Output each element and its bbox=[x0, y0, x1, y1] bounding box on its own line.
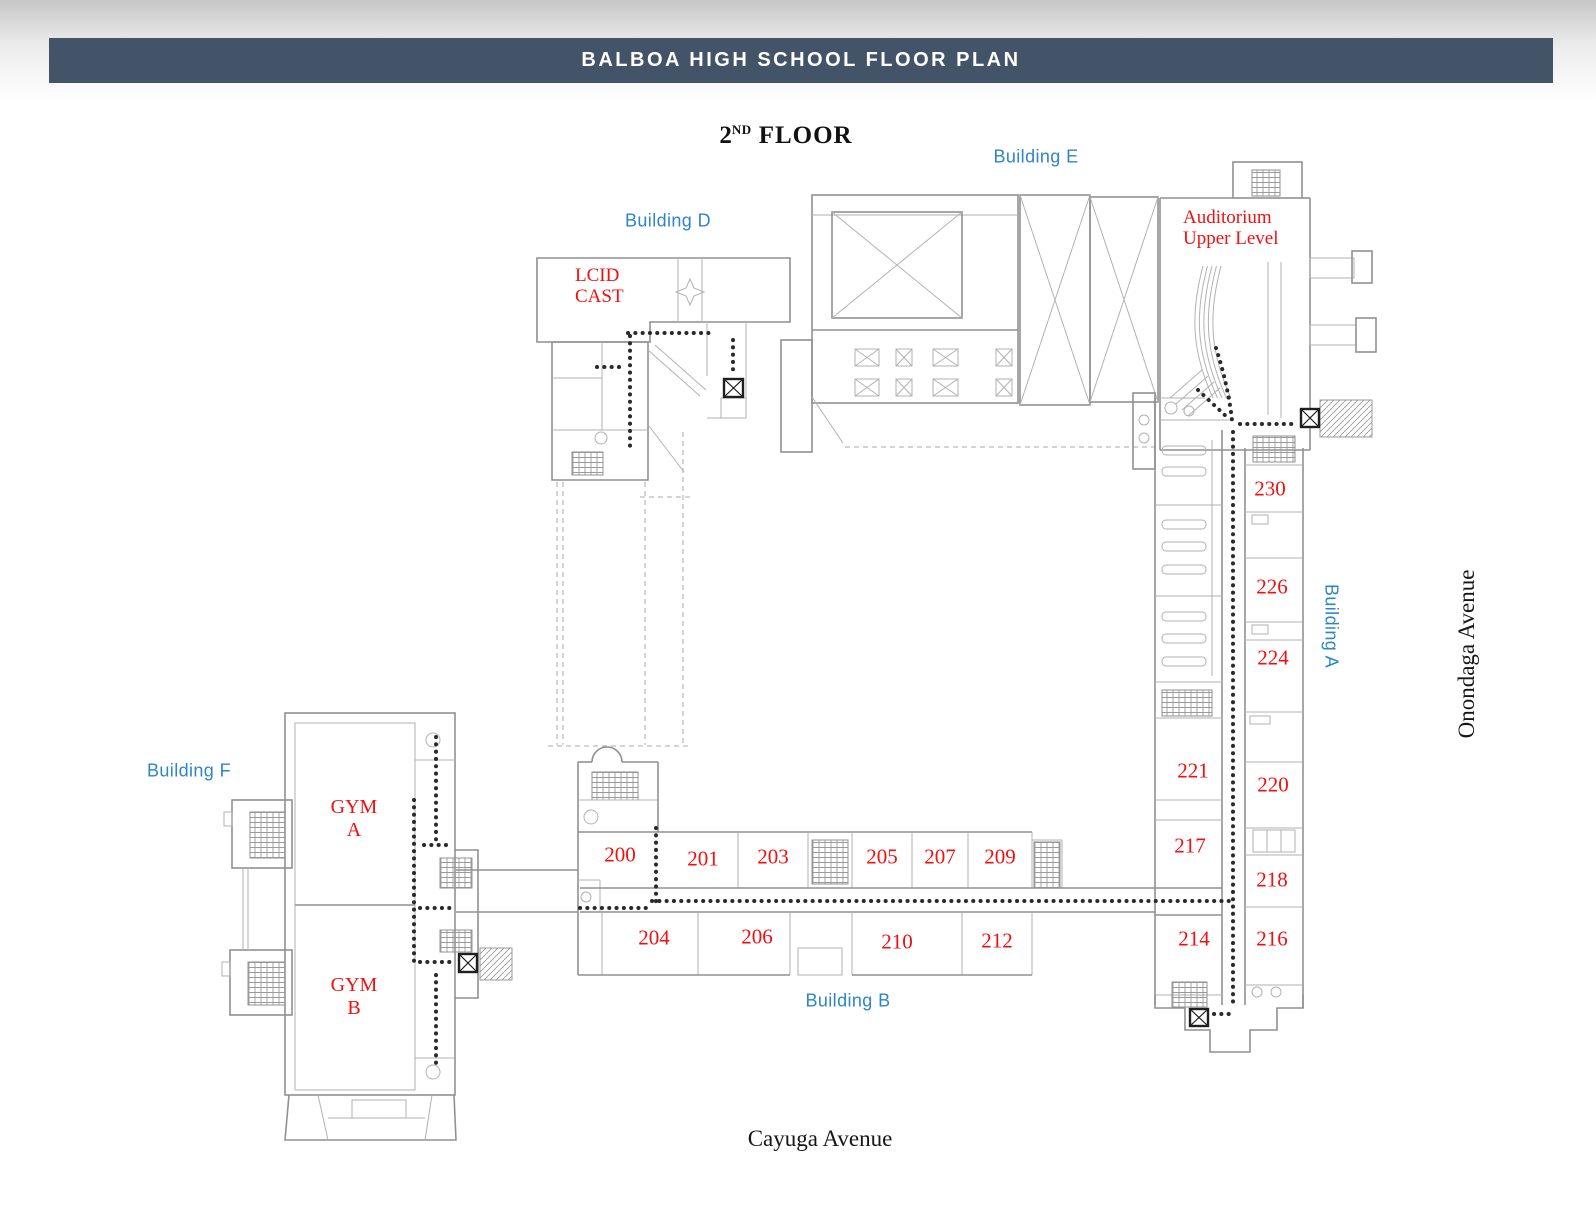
auditorium-outline bbox=[1159, 161, 1377, 451]
room-label-221: 221 bbox=[1177, 758, 1209, 783]
room-label-216: 216 bbox=[1256, 926, 1288, 951]
room-label-210: 210 bbox=[881, 929, 913, 954]
north-arrow-icon bbox=[674, 277, 706, 307]
auditorium-line2: Upper Level bbox=[1183, 228, 1279, 249]
floor-word: FLOOR bbox=[758, 122, 853, 149]
room-label-230: 230 bbox=[1254, 476, 1286, 501]
title-banner: BALBOA HIGH SCHOOL FLOOR PLAN bbox=[49, 38, 1553, 83]
stairs-icon bbox=[1171, 981, 1208, 1008]
auditorium-label: Auditorium Upper Level bbox=[1183, 207, 1278, 249]
elevator-icon bbox=[722, 377, 745, 399]
room-label-220: 220 bbox=[1257, 772, 1289, 797]
building-b-label: Building B bbox=[805, 990, 891, 1011]
exterior-steps-icon bbox=[479, 947, 513, 981]
building-f-label: Building F bbox=[146, 760, 232, 781]
stairs-icon bbox=[1033, 841, 1061, 889]
gym-a-line2: A bbox=[346, 819, 362, 841]
building-e-outline bbox=[780, 194, 1159, 453]
room-label-207: 207 bbox=[924, 844, 956, 869]
room-label-204: 204 bbox=[638, 925, 670, 950]
cayuga-avenue-label: Cayuga Avenue bbox=[747, 1126, 893, 1151]
travel-paths bbox=[412, 331, 1299, 1070]
room-label-212: 212 bbox=[981, 928, 1013, 953]
exterior-steps-icon bbox=[1319, 399, 1373, 438]
connector-f-b bbox=[456, 869, 578, 913]
gym-a-line1: GYM bbox=[330, 796, 378, 818]
building-a-outline bbox=[1132, 369, 1304, 1053]
floor-ordinal: ND bbox=[731, 122, 752, 137]
lcid-line2: CAST bbox=[575, 286, 624, 307]
stairs-icon bbox=[811, 839, 849, 885]
room-label-200: 200 bbox=[604, 842, 636, 867]
auditorium-line1: Auditorium bbox=[1183, 207, 1272, 228]
stairs-icon bbox=[591, 771, 639, 801]
room-label-205: 205 bbox=[866, 844, 898, 869]
room-label-201: 201 bbox=[687, 846, 719, 871]
room-label-226: 226 bbox=[1256, 574, 1288, 599]
building-f-outline bbox=[221, 712, 513, 1141]
lcid-line1: LCID bbox=[575, 265, 620, 286]
room-label-217: 217 bbox=[1174, 833, 1206, 858]
gym-a-label: GYM A bbox=[331, 796, 378, 842]
stairs-icon bbox=[439, 857, 473, 889]
lcid-cast-label: LCID CAST bbox=[575, 265, 624, 307]
elevator-icon bbox=[1188, 1007, 1210, 1028]
gym-b-line1: GYM bbox=[330, 974, 378, 996]
floor-title: 2ND FLOOR bbox=[719, 122, 852, 150]
gym-b-line2: B bbox=[347, 997, 361, 1019]
gym-b-label: GYM B bbox=[331, 974, 378, 1020]
floor-number: 2 bbox=[719, 122, 732, 149]
stairs-icon bbox=[439, 929, 473, 953]
stairs-icon bbox=[247, 961, 286, 1006]
room-label-209: 209 bbox=[984, 844, 1016, 869]
building-b-outline bbox=[577, 746, 1155, 976]
building-e-label: Building E bbox=[993, 146, 1079, 167]
elevator-icon bbox=[457, 952, 479, 974]
building-d-outline bbox=[536, 257, 791, 481]
building-a-label: Building A bbox=[1321, 583, 1342, 669]
stairs-icon bbox=[1251, 169, 1281, 197]
room-label-203: 203 bbox=[757, 844, 789, 869]
stairs-icon bbox=[1161, 689, 1213, 717]
page-title: BALBOA HIGH SCHOOL FLOOR PLAN bbox=[581, 49, 1021, 71]
room-label-218: 218 bbox=[1256, 867, 1288, 892]
stairs-icon bbox=[1252, 435, 1296, 463]
elevator-icon bbox=[1299, 407, 1321, 429]
onondaga-avenue-label: Onondaga Avenue bbox=[1454, 569, 1479, 739]
room-label-214: 214 bbox=[1178, 926, 1210, 951]
room-label-206: 206 bbox=[741, 924, 773, 949]
building-d-label: Building D bbox=[624, 210, 712, 231]
stairs-icon bbox=[571, 451, 604, 476]
room-label-224: 224 bbox=[1257, 645, 1289, 670]
courtyard-walkway bbox=[548, 344, 707, 747]
stairs-icon bbox=[249, 811, 286, 859]
